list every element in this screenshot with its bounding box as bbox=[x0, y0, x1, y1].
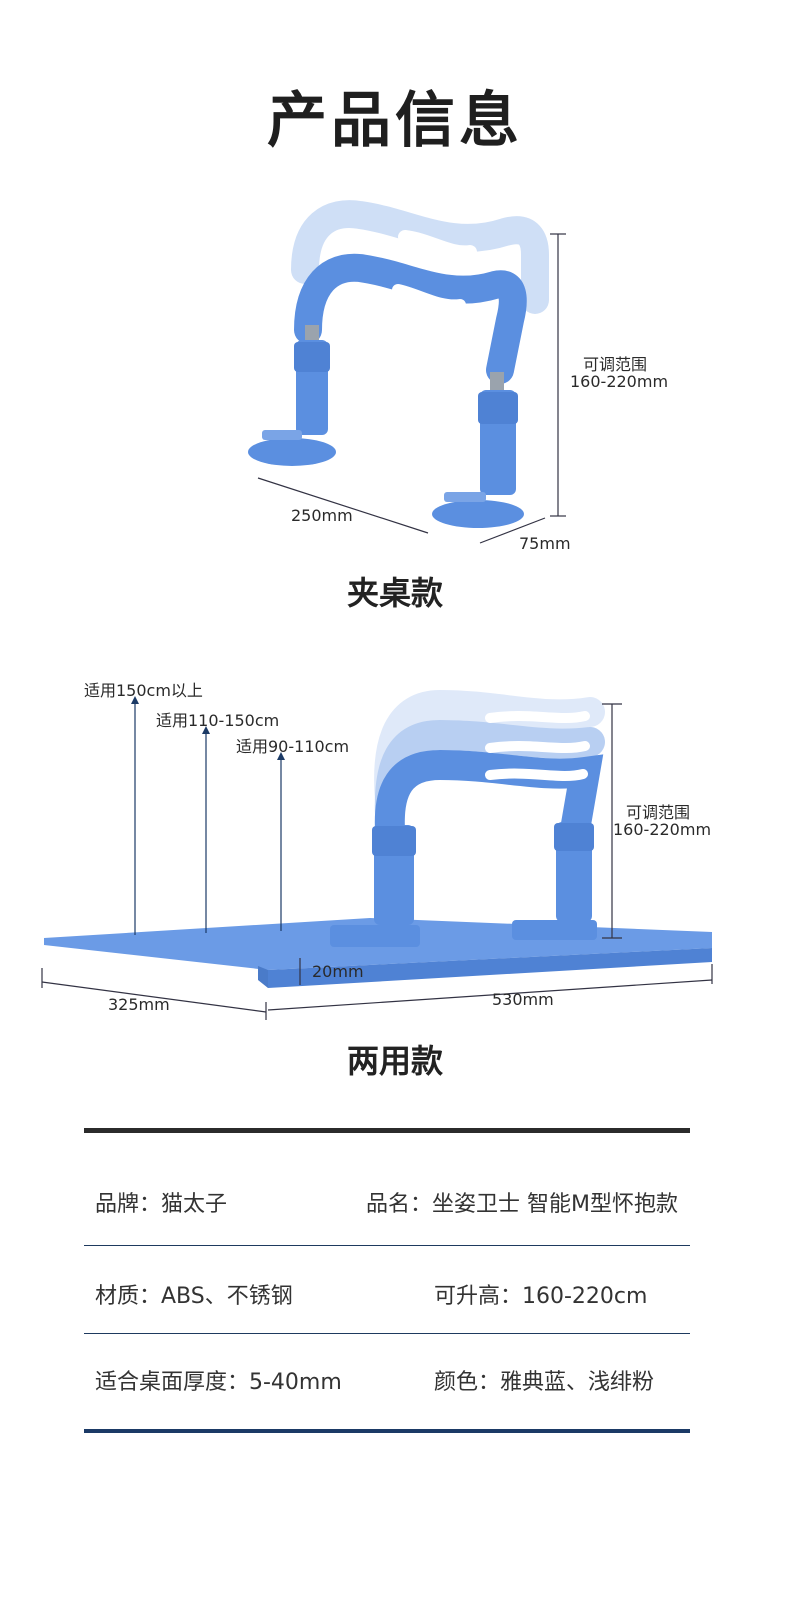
clamp-adjust-label: 可调范围 bbox=[583, 355, 648, 374]
spec-brand: 品牌：猫太子 bbox=[95, 1192, 228, 1217]
dual-use-product-label: 两用款 bbox=[346, 1042, 443, 1080]
page-title: 产品信息 bbox=[267, 86, 523, 156]
board-depth-dimension: 325mm bbox=[108, 995, 170, 1014]
dual-use-product-illustration bbox=[41, 689, 713, 1020]
height-mark-110-150: 适用110-150cm bbox=[156, 711, 280, 730]
spec-colors: 颜色：雅典蓝、浅绯粉 bbox=[434, 1370, 655, 1395]
spec-divider bbox=[84, 1333, 690, 1334]
height-mark-150-plus: 适用150cm以上 bbox=[84, 681, 203, 700]
clamp-product-illustration bbox=[248, 200, 566, 544]
spec-desk-thickness: 适合桌面厚度：5-40mm bbox=[95, 1370, 342, 1395]
spec-material: 材质：ABS、不锈钢 bbox=[95, 1284, 293, 1309]
clamp-depth-dimension: 75mm bbox=[519, 534, 571, 553]
board-width-dimension: 530mm bbox=[492, 990, 554, 1009]
clamp-adjust-range: 160-220mm bbox=[570, 372, 669, 391]
spec-product-name: 品名：坐姿卫士 智能M型怀抱款 bbox=[366, 1192, 678, 1217]
spec-table-bottom-rule bbox=[84, 1429, 690, 1433]
spec-lift-height: 可升高：160-220cm bbox=[434, 1284, 648, 1309]
clamp-product-label: 夹桌款 bbox=[346, 574, 443, 612]
clamp-width-dimension: 250mm bbox=[291, 506, 353, 525]
spec-table-top-rule bbox=[84, 1128, 690, 1133]
height-mark-90-110: 适用90-110cm bbox=[236, 737, 350, 756]
dual-adjust-label: 可调范围 bbox=[626, 803, 691, 822]
dual-adjust-range: 160-220mm bbox=[613, 820, 712, 839]
spec-divider bbox=[84, 1245, 690, 1246]
board-thickness-dimension: 20mm bbox=[312, 962, 364, 981]
